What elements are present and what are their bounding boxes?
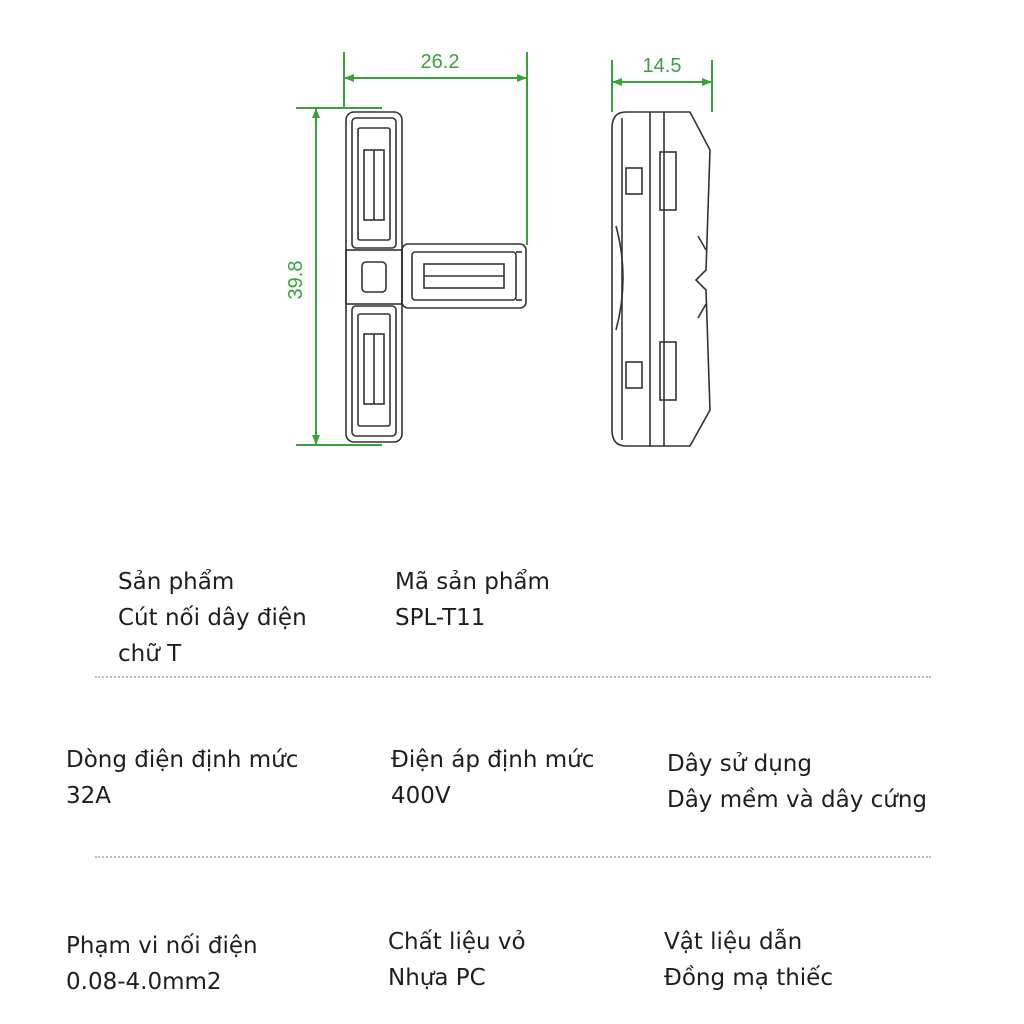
- spec-conductor: Vật liệu dẫn Đồng mạ thiếc: [664, 924, 833, 996]
- spec-wire-value: Dây mềm và dây cứng: [667, 787, 928, 813]
- spec-product-label: Sản phẩm: [118, 569, 235, 595]
- spec-product: Sản phẩm Cút nối dây điện chữ T: [118, 564, 307, 672]
- width-dimension-label: 26.2: [421, 51, 460, 73]
- spec-wire: Dây sử dụng Dây mềm và dây cứng: [667, 746, 927, 818]
- front-view-connector: [345, 111, 527, 443]
- separator-1: [95, 676, 931, 678]
- separator-2: [95, 856, 931, 858]
- spec-range: Phạm vi nối điện 0.08-4.0mm2: [66, 928, 258, 1000]
- spec-housing-label: Chất liệu vỏ: [388, 929, 526, 955]
- spec-housing: Chất liệu vỏ Nhựa PC: [388, 924, 526, 996]
- spec-current-value: 32A: [66, 783, 112, 809]
- height-dimension-label: 39.8: [285, 261, 307, 300]
- spec-range-label: Phạm vi nối điện: [66, 933, 258, 959]
- height-dimension: [296, 107, 382, 446]
- spec-current-label: Dòng điện định mức: [66, 747, 299, 773]
- spec-current: Dòng điện định mức 32A: [66, 742, 298, 814]
- depth-dimension: [611, 60, 713, 112]
- spec-model-label: Mã sản phẩm: [395, 569, 550, 595]
- spec-product-value-line2: chữ T: [118, 641, 182, 667]
- spec-product-value-line1: Cút nối dây điện: [118, 605, 307, 631]
- spec-voltage: Điện áp định mức 400V: [391, 742, 594, 814]
- spec-model: Mã sản phẩm SPL-T11: [395, 564, 550, 636]
- spec-range-value: 0.08-4.0mm2: [66, 969, 222, 995]
- spec-voltage-value: 400V: [391, 783, 451, 809]
- spec-wire-label: Dây sử dụng: [667, 751, 812, 777]
- spec-voltage-label: Điện áp định mức: [391, 747, 595, 773]
- depth-dimension-label: 14.5: [643, 55, 682, 77]
- spec-conductor-value: Đồng mạ thiếc: [664, 965, 833, 991]
- technical-drawing: 26.2 39.8 14.5: [285, 51, 713, 447]
- spec-housing-value: Nhựa PC: [388, 965, 486, 991]
- spec-model-value: SPL-T11: [395, 605, 486, 631]
- spec-conductor-label: Vật liệu dẫn: [664, 929, 803, 955]
- width-dimension: [343, 52, 528, 245]
- side-view-connector: [611, 111, 711, 447]
